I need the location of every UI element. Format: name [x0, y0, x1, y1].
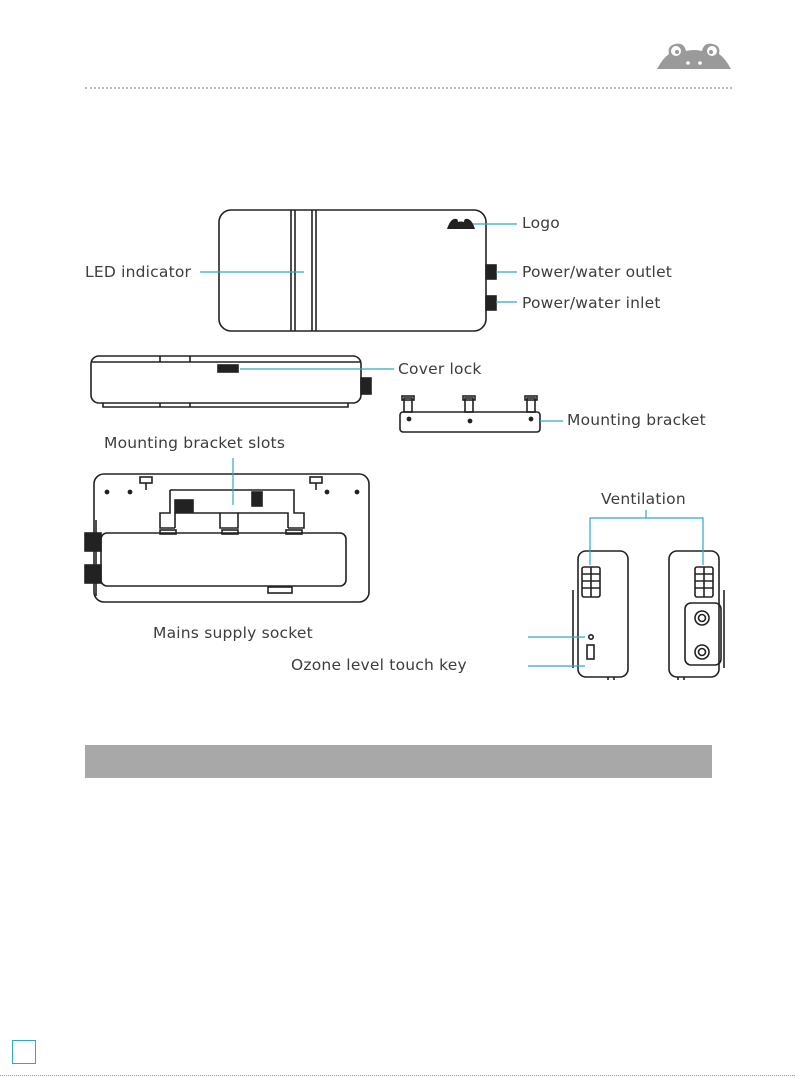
outlet-port: [486, 265, 496, 279]
page-number-box: [12, 1040, 36, 1064]
inlet-port: [486, 296, 496, 310]
device-end-view-right: [669, 551, 719, 677]
label-ozone-level-touch-key: Ozone level touch key: [291, 656, 467, 674]
ozone-touch-key: [587, 645, 594, 659]
section-header-bar: [85, 745, 712, 778]
device-top-view: [219, 210, 486, 331]
device-end-view-left: [578, 551, 628, 677]
label-cover-lock: Cover lock: [398, 360, 482, 378]
label-power-water-inlet: Power/water inlet: [522, 294, 661, 312]
cover-lock-button: [218, 365, 238, 372]
label-mains-supply-socket: Mains supply socket: [153, 624, 313, 642]
label-ventilation: Ventilation: [601, 490, 686, 508]
device-side-view: [91, 356, 361, 403]
device-logo-mark-icon: [447, 219, 475, 229]
label-power-water-outlet: Power/water outlet: [522, 263, 672, 281]
label-logo: Logo: [522, 214, 560, 232]
label-mounting-bracket: Mounting bracket: [567, 411, 706, 429]
label-led-indicator: LED indicator: [85, 263, 191, 281]
label-mounting-bracket-slots: Mounting bracket slots: [104, 434, 285, 452]
footer-divider: [0, 1075, 795, 1076]
